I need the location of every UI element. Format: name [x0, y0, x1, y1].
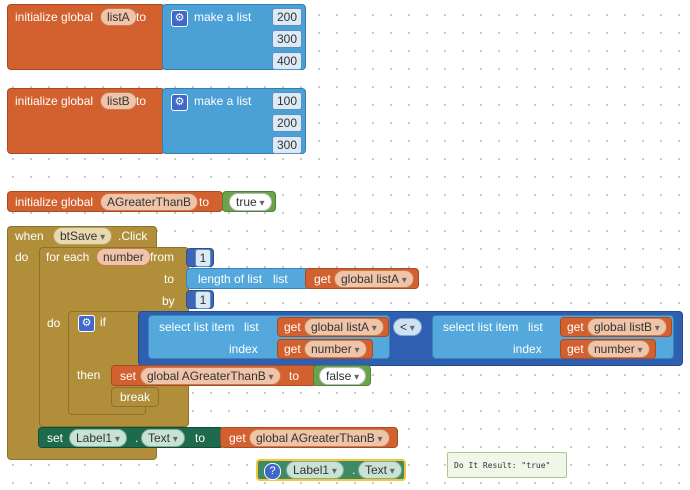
get-label: get [284, 320, 301, 334]
dot-label: . [135, 431, 139, 445]
component-dropdown-Label1[interactable]: Label1 [286, 461, 344, 479]
make-list-label: make a list [194, 10, 252, 24]
gear-icon[interactable]: ⚙ [171, 10, 188, 27]
dot-label: . [352, 463, 356, 477]
init-label: initialize global [15, 94, 94, 108]
boolean-false-block[interactable]: false [313, 365, 371, 386]
get-listA-block[interactable]: get global listA [277, 317, 389, 337]
help-icon[interactable]: ? [264, 463, 281, 480]
var-name-listA[interactable]: listA [100, 8, 137, 26]
from-value-block[interactable]: 1 [186, 248, 214, 267]
when-label: when [15, 229, 44, 243]
number-200[interactable]: 200 [272, 114, 302, 132]
number-300[interactable]: 300 [272, 136, 302, 154]
property-dropdown-Text[interactable]: Text [358, 461, 402, 479]
set-var-block[interactable]: set global AGreaterThanB to [111, 365, 317, 386]
index-label: index [229, 342, 258, 356]
event-name-label: .Click [118, 229, 148, 243]
number-1[interactable]: 1 [195, 249, 211, 267]
then-label: then [77, 368, 101, 382]
gear-icon[interactable]: ⚙ [78, 315, 95, 332]
get-var-dropdown[interactable]: number [587, 340, 650, 358]
init-flag-block[interactable]: initialize global AGreaterThanB to [7, 191, 223, 212]
get-number-block[interactable]: get number [560, 339, 656, 359]
get-listB-block[interactable]: get global listB [560, 317, 672, 337]
number-100[interactable]: 100 [272, 92, 302, 110]
var-name-listB[interactable]: listB [100, 92, 137, 110]
get-number-block[interactable]: get number [277, 339, 373, 359]
get-var-dropdown[interactable]: number [304, 340, 367, 358]
label1-text-getter-block[interactable]: ? Label1 . Text [256, 459, 406, 481]
var-name-AGreaterThanB[interactable]: AGreaterThanB [100, 193, 199, 211]
boolean-dropdown[interactable]: false [319, 367, 367, 385]
do-label: do [47, 316, 61, 330]
get-var-dropdown[interactable]: global listA [304, 318, 384, 336]
length-of-list-label: length of list [198, 272, 263, 286]
init-listA-block[interactable]: initialize global listA to [7, 4, 165, 70]
to-label: to [199, 195, 210, 209]
list-label: list [528, 320, 543, 334]
index-label: index [513, 342, 542, 356]
to-label: to [136, 10, 147, 24]
to-label: to [164, 272, 175, 286]
get-label: get [314, 272, 331, 286]
make-list-block-A[interactable]: ⚙ make a list 200 300 400 [162, 4, 306, 70]
list-label: list [244, 320, 259, 334]
get-label: get [567, 320, 584, 334]
by-label: by [162, 294, 175, 308]
set-label: set [120, 369, 137, 383]
property-dropdown-Text[interactable]: Text [141, 429, 185, 447]
break-block[interactable]: break [111, 387, 159, 407]
get-label: get [567, 342, 584, 356]
init-label: initialize global [15, 195, 94, 209]
list-label: list [273, 272, 288, 286]
length-of-list-block[interactable]: length of list list [186, 268, 310, 289]
to-label: to [195, 431, 206, 445]
number-400[interactable]: 400 [272, 52, 302, 70]
component-dropdown-Label1[interactable]: Label1 [69, 429, 127, 447]
select-list-item-label: select list item [443, 320, 519, 334]
get-flag-block[interactable]: get global AGreaterThanB [220, 427, 398, 448]
init-label: initialize global [15, 10, 94, 24]
get-var-dropdown[interactable]: global listB [587, 318, 667, 336]
operator-dropdown[interactable]: < [393, 318, 422, 336]
component-dropdown-btSave[interactable]: btSave [53, 227, 113, 245]
get-var-dropdown[interactable]: global listA [334, 270, 414, 288]
number-200[interactable]: 200 [272, 8, 302, 26]
select-list-item-label: select list item [159, 320, 235, 334]
set-var-dropdown[interactable]: global AGreaterThanB [140, 367, 281, 385]
by-value-block[interactable]: 1 [186, 290, 214, 309]
get-var-dropdown[interactable]: global AGreaterThanB [249, 429, 390, 447]
set-label: set [47, 431, 64, 445]
from-label: from [150, 250, 174, 264]
loop-var-number[interactable]: number [96, 248, 151, 266]
get-label: get [284, 342, 301, 356]
to-label: to [136, 94, 147, 108]
make-list-label: make a list [194, 94, 252, 108]
set-label-text-block[interactable]: set Label1 . Text to [38, 427, 224, 448]
do-label: do [15, 250, 29, 264]
if-label: if [100, 315, 106, 329]
break-label: break [120, 390, 151, 404]
init-listB-block[interactable]: initialize global listB to [7, 88, 165, 154]
to-label: to [289, 369, 300, 383]
make-list-block-B[interactable]: ⚙ make a list 100 200 300 [162, 88, 306, 154]
boolean-true-block[interactable]: true [222, 191, 276, 212]
number-1[interactable]: 1 [195, 291, 211, 309]
number-300[interactable]: 300 [272, 30, 302, 48]
do-it-result-tooltip: Do It Result: "true" [447, 452, 567, 478]
gear-icon[interactable]: ⚙ [171, 94, 188, 111]
boolean-dropdown[interactable]: true [229, 193, 272, 211]
for-each-label: for each [46, 250, 90, 264]
get-listA-block[interactable]: get global listA [305, 268, 419, 289]
get-label: get [229, 431, 246, 445]
